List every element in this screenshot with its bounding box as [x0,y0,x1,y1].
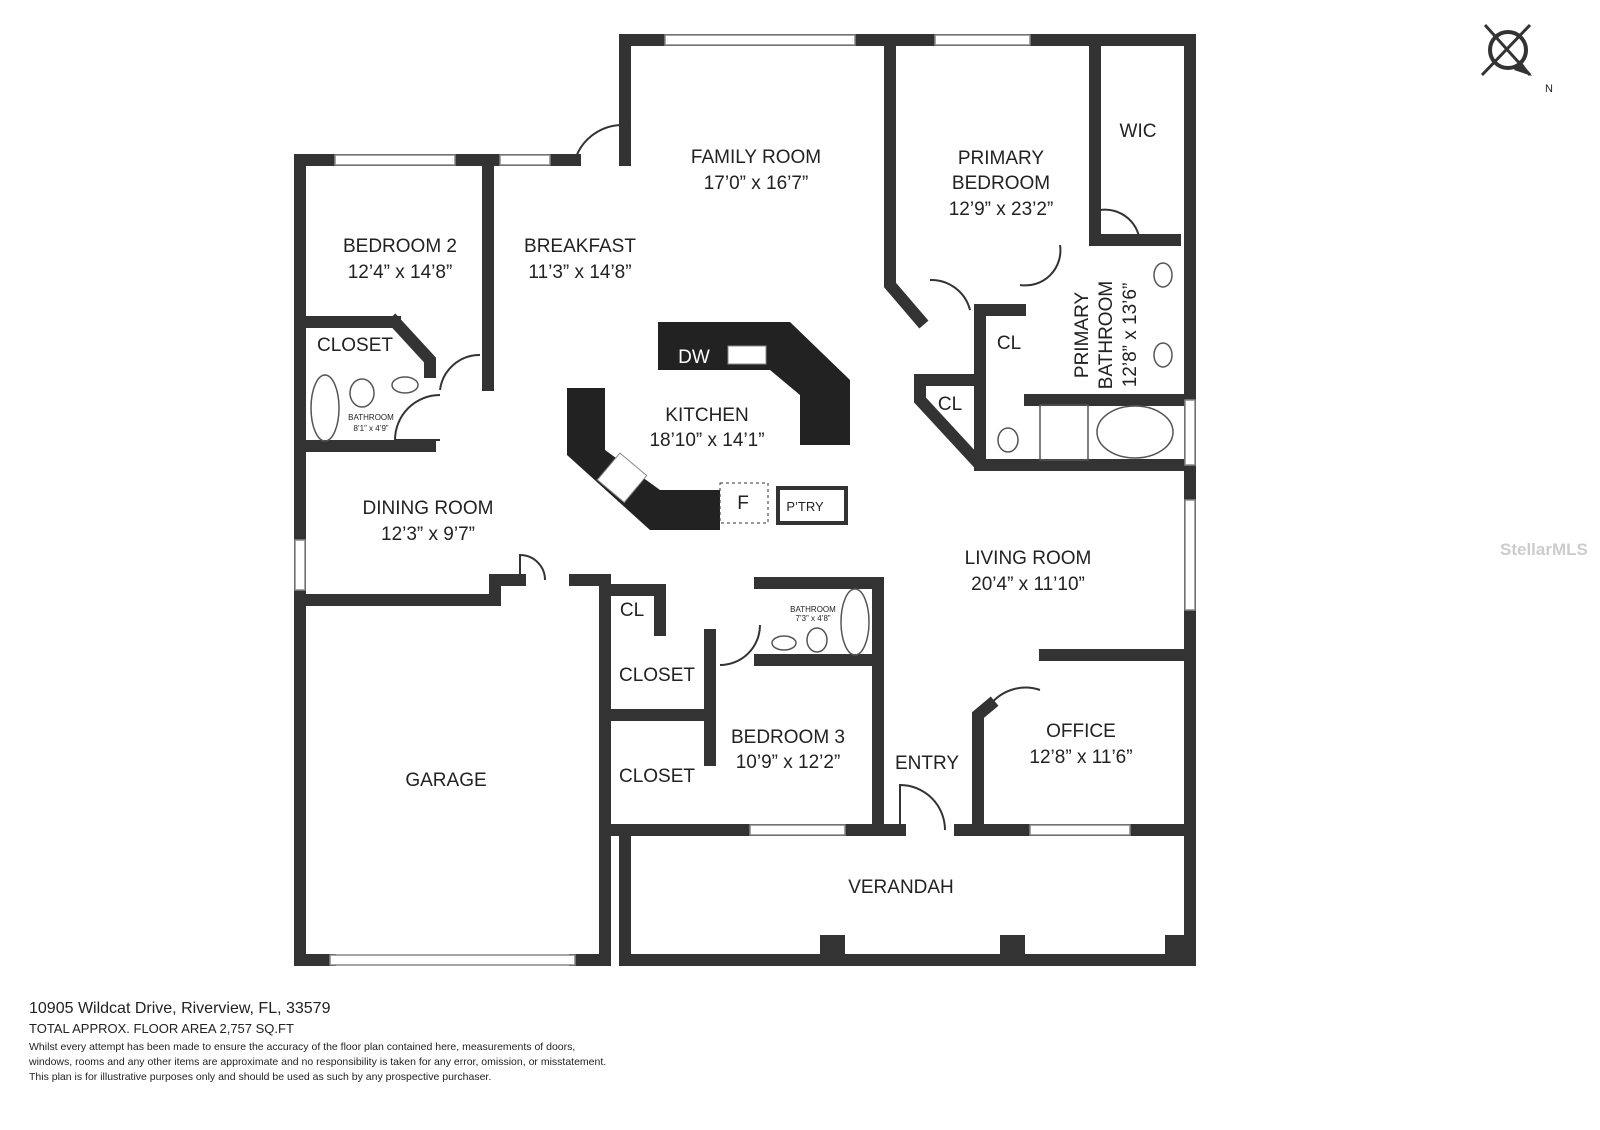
footer-disclaimer-3: This plan is for illustrative purposes o… [29,1071,492,1083]
compass-label: N [1545,83,1553,95]
closet-hall-label: CL [620,600,644,621]
verandah-columns [820,935,1190,960]
closet-hall-1-label: CLOSET [619,665,695,686]
compass-icon [1480,23,1532,77]
doors [393,123,1142,831]
office-label: OFFICE [1046,721,1116,742]
living-room-label: LIVING ROOM [965,548,1092,569]
bathroom-bed2-label: BATHROOM [348,413,394,422]
dining-room-label: DINING ROOM [363,498,494,519]
breakfast-size: 11’3” x 14’8” [528,262,631,283]
closet-primary-1-label: CL [997,333,1021,354]
footer-disclaimer-1: Whilst every attempt has been made to en… [29,1041,576,1053]
wic-label: WIC [1120,121,1157,142]
garage-label: GARAGE [405,770,486,791]
fridge-label: F [737,493,749,514]
kitchen-label: KITCHEN [665,405,748,426]
kitchen-size: 18’10” x 14’1” [649,430,764,451]
dishwasher-label: DW [678,347,710,368]
footer-disclaimer-2: windows, rooms and any other items are a… [29,1056,607,1068]
bedroom2-size: 12’4” x 14’8” [348,262,453,283]
kitchen-counters [567,322,850,530]
primary-bathroom-label-2: BATHROOM [1096,281,1117,389]
primary-bathroom-label-1: PRIMARY [1072,292,1093,379]
windows [294,34,1196,966]
watermark: StellarMLS [1500,540,1588,559]
entry-label: ENTRY [895,753,959,774]
bedroom3-label: BEDROOM 3 [731,727,845,748]
office-size: 12’8” x 11’6” [1029,747,1132,768]
primary-bedroom-label-1: PRIMARY [958,148,1045,169]
closet-bed2-label: CLOSET [317,335,393,356]
bathroom-bed3-label: BATHROOM [790,605,836,614]
family-room-label: FAMILY ROOM [691,147,821,168]
primary-bedroom-size: 12’9” x 23’2” [949,199,1054,220]
primary-bedroom-label-2: BEDROOM [952,173,1050,194]
verandah-label: VERANDAH [848,877,954,898]
dining-room-size: 12’3” x 9’7” [381,524,475,545]
primary-bathroom-size: 12’8” x 13’6” [1120,283,1141,388]
family-room-size: 17’0” x 16’7” [704,173,809,194]
living-room-size: 20’4” x 11’10” [971,574,1085,595]
closet-hall-2-label: CLOSET [619,766,695,787]
breakfast-label: BREAKFAST [524,236,636,257]
fixtures [310,262,1174,656]
closet-primary-2-label: CL [938,394,962,415]
bathroom-bed3-size: 7’3” x 4’8” [795,614,830,623]
footer-address: 10905 Wildcat Drive, Riverview, FL, 3357… [29,1000,331,1017]
bedroom2-label: BEDROOM 2 [343,236,457,257]
footer-area: TOTAL APPROX. FLOOR AREA 2,757 SQ.FT [29,1021,294,1036]
pantry-label: P’TRY [786,499,824,514]
bathroom-bed2-size: 8’1” x 4’9” [353,424,388,433]
bedroom3-size: 10’9” x 12’2” [736,752,841,773]
